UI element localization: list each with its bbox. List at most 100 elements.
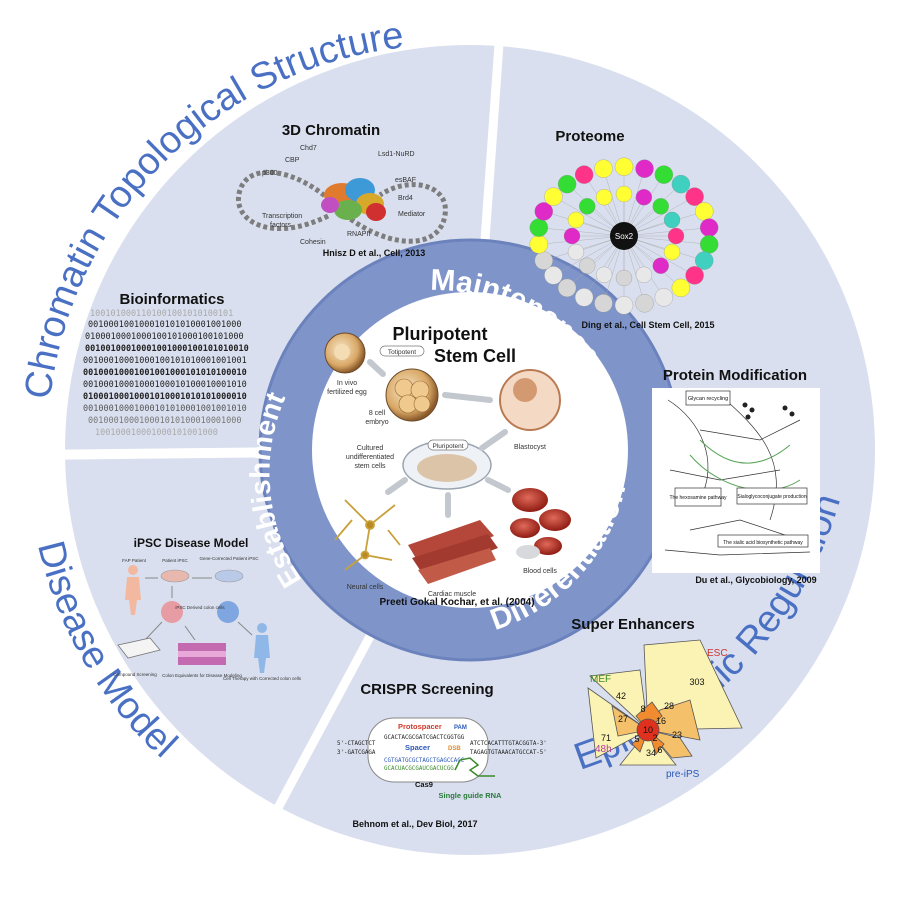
venn-count: 5: [634, 734, 639, 744]
center-illustration: Pluripotent Stem Cell Totipotent In vivo…: [324, 324, 571, 608]
proteome-node: [663, 243, 681, 261]
neural-cells-image: [334, 499, 401, 571]
totipotent-badge: [379, 345, 425, 357]
patient-ipsc-dish: [160, 569, 190, 583]
patient-body: [125, 577, 141, 615]
glycan-dot: [742, 402, 748, 408]
panel-title-proteome: Proteome: [555, 128, 624, 145]
neuron-soma: [365, 520, 375, 530]
group-label-48h: 48h: [595, 744, 612, 755]
therapy-head: [257, 623, 267, 633]
panel-bioinformatics: Bioinformatics 1001010001101001001010100…: [83, 291, 249, 438]
cell-therapy-label: Cell Therapy with Corrected colon cells: [223, 676, 302, 681]
label-lsd1-nurd: Lsd1-NuRD: [378, 151, 415, 158]
proteome-node: [654, 165, 674, 184]
proteome-node: [563, 227, 581, 245]
panel-crispr-screening: CRISPR Screening Protospacer PAM 5'-CTAG…: [337, 681, 547, 829]
glycan-dots: [742, 402, 795, 420]
hexosamine-box: [674, 487, 722, 507]
inner-cell-mass: [513, 378, 537, 402]
proteome-node: [574, 165, 594, 184]
protein-blob: [366, 203, 386, 221]
corrected-colon-cells-sphere: [217, 601, 239, 623]
proteome-node: [652, 198, 669, 215]
venn-count: 6: [657, 745, 662, 755]
panel-ipsc-disease-model: iPSC Disease Model FAP Patient Patient i…: [113, 536, 301, 681]
venn-diagram: [587, 639, 743, 766]
seq-mid-1: CGTGATGCGCTAGCTGAGCCACC: [384, 758, 465, 764]
label-cbp: CBP: [285, 157, 300, 164]
venn-count: 2: [652, 733, 657, 743]
proteome-node: [594, 294, 613, 313]
venn-count: 34: [646, 748, 656, 758]
citation-du: Du et al., Glycobiology, 2009: [695, 575, 816, 585]
patient-figure: [125, 565, 141, 615]
sgrna-label: Single guide RNA: [439, 791, 503, 800]
pathway-line: [699, 419, 801, 441]
proteome-node: [615, 185, 633, 203]
arrow: [367, 359, 386, 377]
hexosamine-label: The hexosamine pathway: [670, 495, 727, 501]
proteome-node: [594, 159, 613, 178]
pathway-line: [689, 519, 801, 541]
label-esbaf: esBAF: [395, 177, 416, 184]
glycan-dot: [749, 407, 755, 413]
arrow: [485, 477, 511, 493]
flow-arrows: [367, 359, 511, 518]
cas9-label: Cas9: [415, 780, 433, 789]
panel-proteome: Proteome Sox2 Ding et al., Cell Stem Cel…: [529, 128, 719, 330]
blastomere: [413, 395, 431, 413]
eight-cell-label-1: 8 cell: [369, 410, 386, 417]
panel-title-protein-modification: Protein Modification: [663, 367, 807, 384]
proteome-node: [667, 227, 685, 245]
proteome-node: [544, 266, 563, 285]
spacer-label: Spacer: [405, 743, 430, 752]
proteome-node: [529, 218, 548, 237]
arrow: [237, 621, 253, 636]
proteome-node: [695, 202, 714, 221]
red-blood-cell: [534, 537, 562, 555]
sialoglycoconjugate-label: Sialoglycoconjugate production: [737, 494, 806, 500]
red-blood-cell: [512, 488, 548, 512]
group-label-esc: ESC: [707, 648, 728, 659]
muscle-fiber: [418, 548, 496, 584]
pathway-line: [669, 469, 781, 481]
protein-complex: [321, 178, 386, 221]
label-mediator: Mediator: [398, 211, 426, 218]
proteome-node: [635, 189, 653, 206]
pluripotent-badge: [427, 439, 469, 451]
label-p300: p300: [262, 170, 278, 177]
panel-title-ipsc: iPSC Disease Model: [134, 536, 249, 550]
proteome-edge: [538, 227, 625, 237]
blastocyst-label: Blastocyst: [514, 444, 546, 451]
proteome-edge: [623, 227, 710, 237]
sialic-acid-box: [717, 534, 809, 548]
venn-count: 28: [664, 701, 674, 711]
chromatin-loop: [343, 182, 448, 244]
venn-count: 16: [656, 716, 666, 726]
sialic-acid-label: The sialic acid biosynthetic pathway: [723, 540, 803, 546]
fap-patient-label: FAP Patient: [122, 558, 146, 563]
binary-line: 001000100010001010100010001000: [88, 416, 242, 426]
cardiac-muscle-label: Cardiac muscle: [428, 591, 476, 598]
fertilized-egg-label: fertilized egg: [327, 389, 367, 396]
red-blood-cell: [539, 509, 571, 531]
label-brd4: Brd4: [398, 195, 413, 202]
stem-cell-colony: [417, 454, 477, 482]
therapy-figure: [254, 623, 270, 673]
blastomere: [394, 378, 414, 398]
panel-3d-chromatin: 3D Chromatin Chd7 CBP p300 Lsd1-NuRD esB…: [236, 122, 448, 258]
sialoglycoconjugate-box: [736, 487, 808, 505]
colon-cells-sphere: [161, 601, 183, 623]
proteome-node: [663, 211, 681, 229]
cardiac-muscle-image: [408, 520, 498, 584]
panel-title-bioinformatics: Bioinformatics: [119, 291, 224, 308]
proteome-node: [614, 296, 634, 315]
seq-top-left: 5'-CTAGCTCT: [337, 741, 376, 747]
center-citation: Preeti Gokal Kochar, et al. (2004): [379, 597, 534, 608]
label-rnapii: RNAPII: [347, 231, 370, 238]
panel-super-enhancers: Super Enhancers 303 42 28 27 8 16 10 5 2…: [571, 616, 743, 780]
neuron-soma: [360, 550, 370, 560]
in-vivo-label: In vivo: [337, 380, 357, 387]
binary-line: 100100010001000101001000: [95, 428, 218, 438]
